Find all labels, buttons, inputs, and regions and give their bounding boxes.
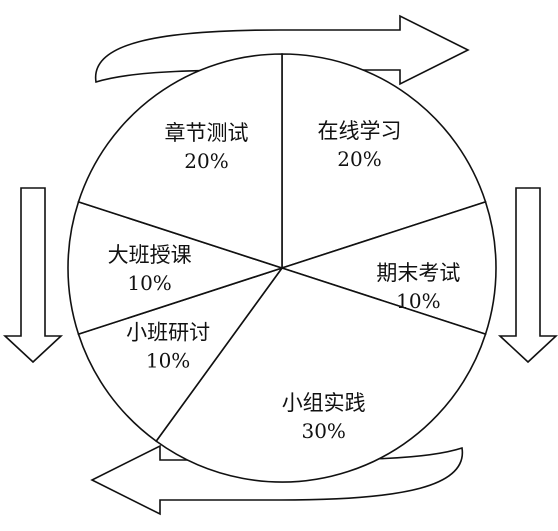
pie-slice	[279, 200, 497, 336]
slice-value-label: 10%	[127, 271, 171, 295]
curved-arrow-top	[94, 14, 470, 86]
pie-slice	[77, 53, 283, 270]
pie-slices	[67, 53, 497, 483]
slice-label: 大班授课	[108, 243, 192, 267]
slice-label: 在线学习	[318, 119, 402, 143]
pie-labels: 在线学习 20% 期末考试 10% 小组实践 30% 小班研讨 10% 大班授课 10% 章节测试 2…	[108, 119, 461, 443]
slice-value-label: 10%	[146, 349, 190, 373]
down-arrow-right	[497, 187, 558, 364]
slice-value-label: 30%	[301, 419, 345, 443]
pie-slice	[67, 200, 285, 336]
slice-label: 章节测试	[165, 121, 249, 145]
slice-label: 小组实践	[282, 391, 366, 415]
slice-label: 期末考试	[376, 261, 460, 285]
pie-slice	[77, 266, 285, 443]
slice-value-label: 10%	[396, 289, 440, 313]
slice-value-label: 20%	[337, 147, 381, 171]
pie-slice	[155, 267, 487, 483]
slice-value-label: 20%	[184, 149, 228, 173]
slice-label: 小班研讨	[126, 321, 210, 345]
pie-slice	[281, 53, 487, 270]
down-arrow-left	[2, 187, 64, 364]
